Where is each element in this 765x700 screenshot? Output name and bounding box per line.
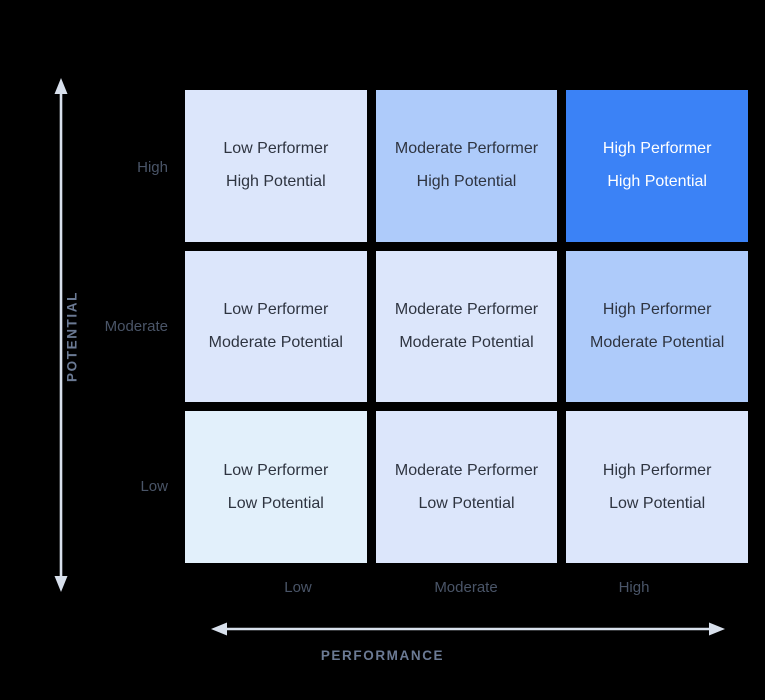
matrix-cell-performance-line: High Performer [602,140,712,158]
potential-axis: POTENTIAL [44,74,80,596]
matrix-cell[interactable]: High Performer Low Potential [566,411,748,563]
matrix-cell-potential-line: Low Potential [418,494,515,512]
matrix-cell-performance-line: Moderate Performer [394,300,539,318]
performance-tick-moderate: Moderate [434,579,498,596]
matrix-cell[interactable]: Moderate Performer Low Potential [375,411,558,563]
performance-tick-high: High [618,579,650,596]
matrix-cell-performance-line: Low Performer [223,461,329,479]
matrix-cell-potential-line: High Potential [226,173,326,191]
matrix-cell-performance-line: Moderate Performer [394,140,539,158]
potential-axis-double-arrow-icon [54,78,68,592]
potential-tick-moderate: Moderate [104,318,168,335]
matrix-cell-performance-line: High Performer [602,300,712,318]
matrix-cell[interactable]: Moderate Performer High Potential [375,90,558,242]
matrix-cell-potential-line: High Potential [607,173,707,191]
matrix-cell-potential-line: Low Potential [227,494,324,512]
matrix-cell[interactable]: Low Performer Moderate Potential [185,250,367,403]
matrix-cell-performance-line: High Performer [602,461,712,479]
matrix-cell[interactable]: High Performer High Potential [566,90,748,242]
matrix-cell-potential-line: Moderate Potential [399,333,534,351]
nine-box-grid: Low Performer High Potential Moderate Pe… [185,90,748,563]
performance-tick-low: Low [284,579,312,596]
matrix-cell-potential-line: Moderate Potential [208,333,343,351]
potential-axis-label: POTENTIAL [64,291,80,382]
matrix-cell[interactable]: Low Performer High Potential [185,90,367,242]
matrix-cell-potential-line: Low Potential [609,494,706,512]
performance-axis [206,614,730,644]
matrix-cell-performance-line: Low Performer [223,300,329,318]
matrix-cell[interactable]: Moderate Performer Moderate Potential [375,250,558,403]
matrix-cell[interactable]: High Performer Moderate Potential [566,250,748,403]
performance-axis-double-arrow-icon [211,622,725,636]
potential-tick-low: Low [140,478,168,495]
matrix-cell-performance-line: Moderate Performer [394,461,539,479]
potential-tick-high: High [137,159,168,176]
matrix-cell[interactable]: Low Performer Low Potential [185,411,367,563]
performance-axis-label: PERFORMANCE [320,648,445,663]
matrix-cell-potential-line: Moderate Potential [590,333,725,351]
matrix-cell-potential-line: High Potential [416,173,517,191]
matrix-cell-performance-line: Low Performer [223,140,329,158]
